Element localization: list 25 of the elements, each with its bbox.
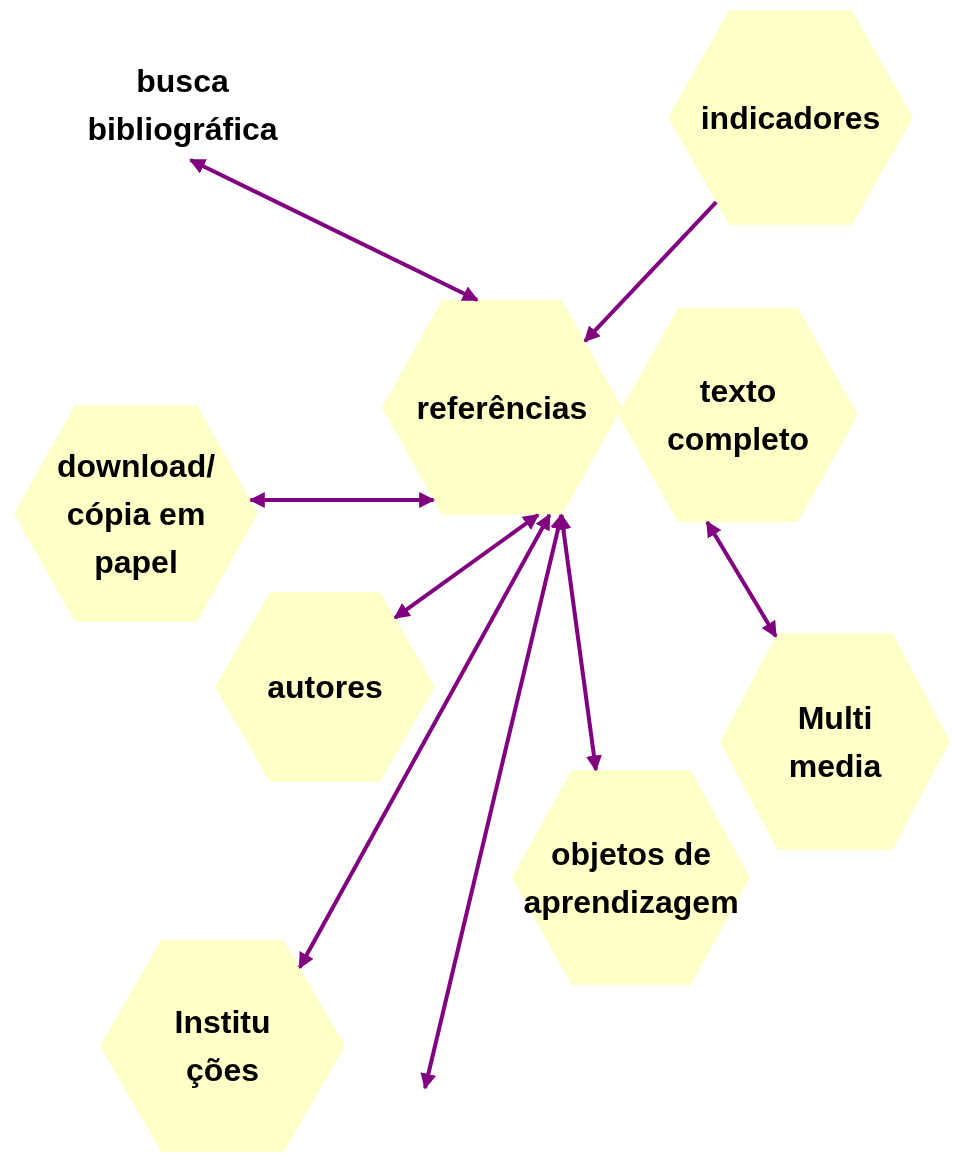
double-headed-arrow bbox=[248, 492, 436, 508]
hexagon-node bbox=[100, 940, 345, 1152]
hexagon-node bbox=[512, 770, 750, 985]
node-label: referências bbox=[416, 388, 588, 428]
arrow bbox=[583, 200, 718, 343]
text-label: busca bibliográfica bbox=[86, 62, 279, 149]
double-headed-arrow bbox=[555, 513, 602, 772]
node-label: download/ cópia em papel bbox=[55, 446, 217, 582]
double-headed-arrow bbox=[393, 513, 540, 620]
double-headed-arrow bbox=[420, 513, 566, 1090]
double-headed-arrow bbox=[189, 158, 479, 302]
hexagon-node bbox=[668, 10, 913, 225]
node-label: texto completo bbox=[665, 372, 811, 459]
hexagon-node bbox=[14, 405, 258, 622]
node-label: indicadores bbox=[700, 98, 881, 138]
double-headed-arrow bbox=[297, 513, 552, 969]
double-headed-arrow bbox=[705, 520, 778, 638]
hexagon-node bbox=[720, 633, 950, 850]
hexagon-node bbox=[215, 592, 435, 782]
hexagon-node bbox=[618, 308, 858, 522]
node-label: autores bbox=[267, 668, 383, 707]
node-label: Institu ções bbox=[173, 1003, 272, 1090]
hexagon-node bbox=[382, 300, 622, 515]
node-label: objetos de aprendizagem bbox=[522, 834, 740, 922]
node-label: Multi media bbox=[787, 698, 883, 786]
